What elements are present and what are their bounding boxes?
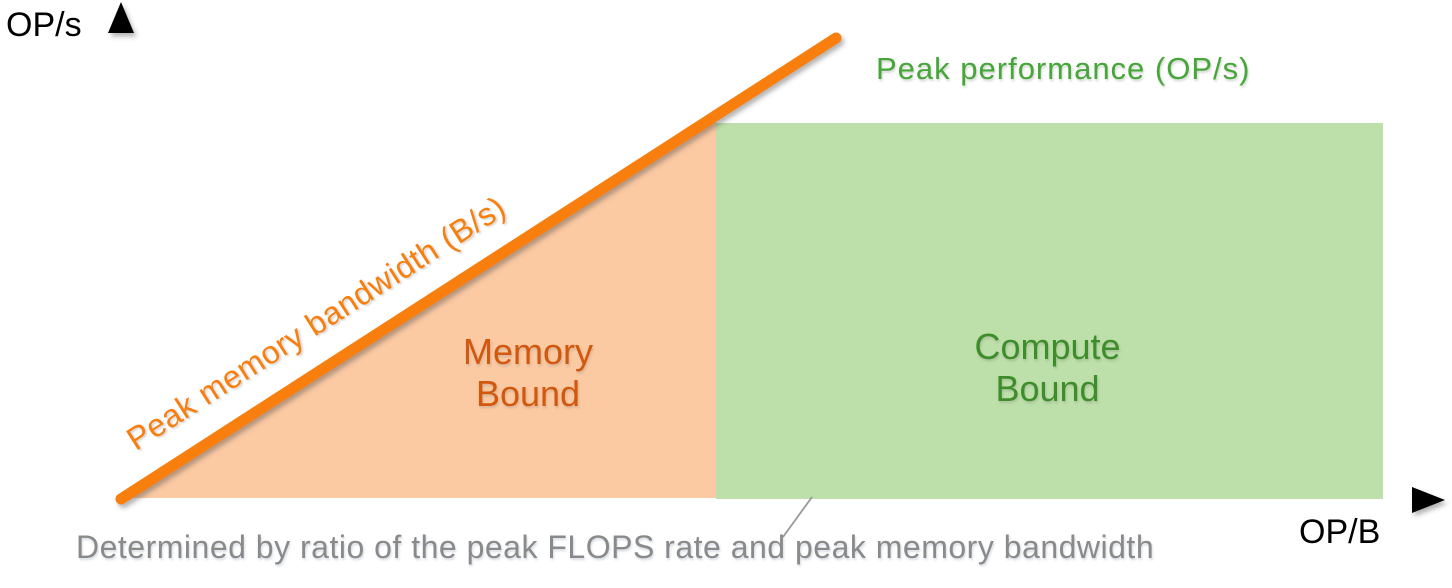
peak-performance-label: Peak performance (OP/s) — [876, 51, 1251, 86]
x-axis-arrowhead — [1412, 487, 1445, 513]
x-axis-label: OP/B — [1299, 513, 1381, 551]
memory-bound-label-line1: Memory — [462, 331, 593, 372]
memory-bound-label-line2: Bound — [475, 373, 581, 414]
compute-bound-label-line1: Compute — [974, 326, 1121, 367]
y-axis-arrowhead — [108, 2, 134, 33]
y-axis-label: OP/s — [6, 6, 82, 44]
compute-bound-region — [716, 123, 1383, 499]
compute-bound-label-line2: Bound — [995, 368, 1100, 409]
caption-text: Determined by ratio of the peak FLOPS ra… — [76, 529, 1155, 565]
memory-bandwidth-line — [115, 32, 842, 505]
memory-bound-label: Memory Bound — [428, 331, 628, 415]
compute-bound-label: Compute Bound — [945, 326, 1150, 410]
caption-pointer-line — [782, 496, 813, 538]
